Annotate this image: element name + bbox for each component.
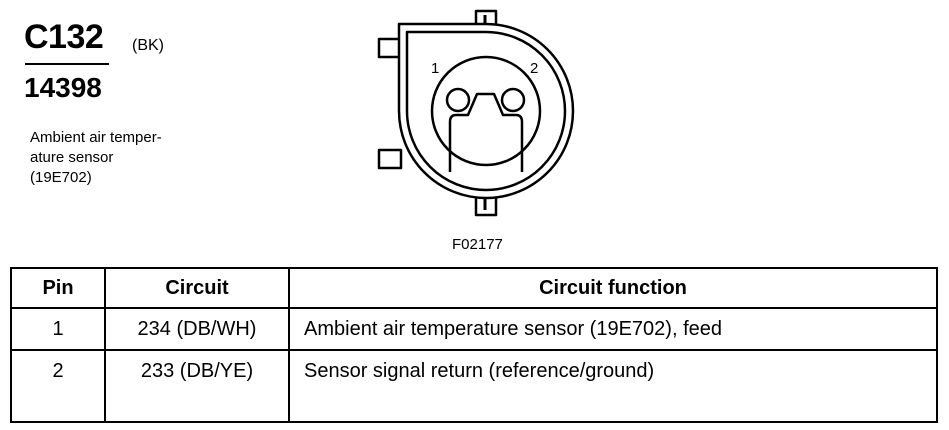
connector-face-diagram: 1 2 (377, 9, 575, 217)
cell-pin: 2 (10, 349, 106, 423)
connector-housing-outer (397, 22, 575, 200)
connector-housing-inner (405, 30, 567, 192)
table-row: 2 233 (DB/YE) Sensor signal return (refe… (10, 349, 938, 423)
pin-cavity (430, 55, 542, 167)
connector-id: C132 (24, 18, 104, 56)
table-header-row: Pin Circuit Circuit function (10, 267, 938, 309)
lower-side-tab (377, 148, 403, 170)
header-function: Circuit function (288, 267, 938, 309)
cell-circuit: 233 (DB/YE) (104, 349, 290, 423)
cell-circuit: 234 (DB/WH) (104, 307, 290, 351)
cell-pin: 1 (10, 307, 106, 351)
header-pin: Pin (10, 267, 106, 309)
table-row: 1 234 (DB/WH) Ambient air temperature se… (10, 307, 938, 351)
terminal-pin-2 (500, 87, 526, 113)
connector-rule (25, 63, 109, 65)
header-circuit: Circuit (104, 267, 290, 309)
cell-function: Sensor signal return (reference/ground) (288, 349, 938, 423)
description-line: ature sensor (30, 149, 114, 166)
pinout-table: Pin Circuit Circuit function 1 234 (DB/W… (10, 267, 938, 423)
description-line: (19E702) (30, 169, 92, 186)
terminal-pin-1 (445, 87, 471, 113)
upper-side-tab (377, 37, 403, 59)
figure-id: F02177 (452, 236, 503, 253)
description-line: Ambient air temper- (30, 129, 162, 146)
pin-label-1: 1 (431, 60, 439, 77)
cell-function: Ambient air temperature sensor (19E702),… (288, 307, 938, 351)
connector-color: (BK) (132, 37, 164, 54)
pin-label-2: 2 (530, 60, 538, 77)
part-number: 14398 (24, 72, 102, 103)
center-key (448, 92, 524, 172)
component-description: Ambient air temper- ature sensor (19E702… (30, 128, 162, 188)
